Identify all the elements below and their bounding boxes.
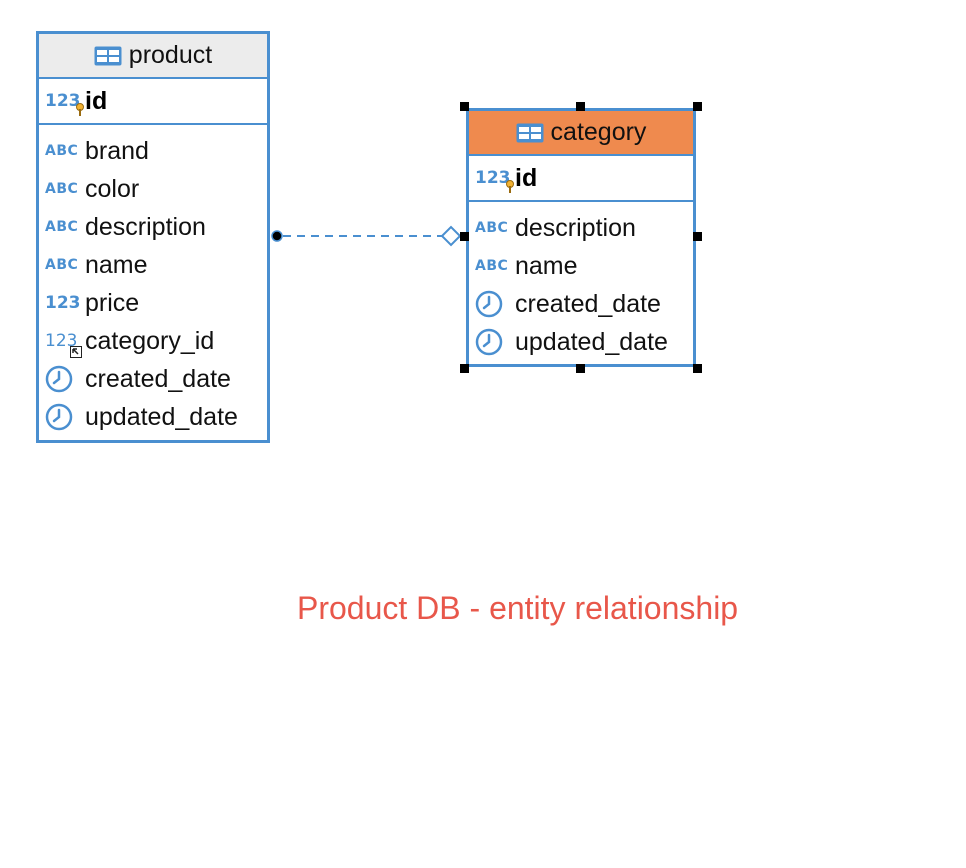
primary-key-icon: 123 xyxy=(475,168,514,193)
product-column-updated-date[interactable]: updated_date xyxy=(39,398,267,436)
product-entity-header: product xyxy=(39,34,267,79)
category-entity-header: category xyxy=(469,111,693,156)
column-name: price xyxy=(85,288,140,317)
category-pk-row[interactable]: 123 id xyxy=(469,156,693,202)
product-column-category-id[interactable]: 123 category_id xyxy=(39,322,267,360)
primary-key-icon: 123 xyxy=(45,91,84,116)
product-column-name[interactable]: ABC name xyxy=(39,246,267,284)
column-name: category_id xyxy=(85,326,215,355)
clock-icon xyxy=(475,290,503,318)
selection-handle-bottom-left[interactable] xyxy=(460,364,469,373)
product-column-created-date[interactable]: created_date xyxy=(39,360,267,398)
string-type-icon: ABC xyxy=(45,257,79,273)
table-icon xyxy=(516,123,544,142)
column-name: updated_date xyxy=(85,402,238,431)
category-column-description[interactable]: ABC description xyxy=(469,209,693,247)
product-entity[interactable]: product 123 id ABC brand ABC color ABC d… xyxy=(36,31,270,443)
product-column-list: ABC brand ABC color ABC description ABC … xyxy=(39,125,267,436)
product-column-description[interactable]: ABC description xyxy=(39,208,267,246)
number-type-icon: 123 xyxy=(45,293,81,313)
category-column-updated-date[interactable]: updated_date xyxy=(469,323,693,361)
selection-handle-top-right[interactable] xyxy=(693,102,702,111)
string-type-icon: ABC xyxy=(45,181,79,197)
category-entity[interactable]: category 123 id ABC description ABC name… xyxy=(466,108,696,367)
category-column-list: ABC description ABC name created_date up… xyxy=(469,202,693,361)
column-name: color xyxy=(85,174,140,203)
clock-icon xyxy=(45,403,73,431)
relationship-source-dot xyxy=(271,230,283,242)
selection-handle-top-left[interactable] xyxy=(460,102,469,111)
column-name: name xyxy=(85,250,148,279)
string-type-icon: ABC xyxy=(45,219,79,235)
selection-handle-bottom-center[interactable] xyxy=(576,364,585,373)
product-column-price[interactable]: 123 price xyxy=(39,284,267,322)
column-name: created_date xyxy=(515,289,661,318)
product-column-color[interactable]: ABC color xyxy=(39,170,267,208)
category-entity-name: category xyxy=(550,118,647,146)
column-name: description xyxy=(85,212,206,241)
relationship-target-diamond xyxy=(440,225,462,247)
string-type-icon: ABC xyxy=(475,258,509,274)
column-name: name xyxy=(515,251,578,280)
category-column-name[interactable]: ABC name xyxy=(469,247,693,285)
string-type-icon: ABC xyxy=(475,220,509,236)
selection-handle-bottom-right[interactable] xyxy=(693,364,702,373)
clock-icon xyxy=(45,365,73,393)
category-column-created-date[interactable]: created_date xyxy=(469,285,693,323)
category-pk-name: id xyxy=(515,163,538,192)
product-pk-row[interactable]: 123 id xyxy=(39,79,267,125)
column-name: description xyxy=(515,213,636,242)
product-entity-name: product xyxy=(128,41,213,69)
string-type-icon: ABC xyxy=(45,143,79,159)
product-pk-name: id xyxy=(85,86,108,115)
column-name: created_date xyxy=(85,364,231,393)
clock-icon xyxy=(475,328,503,356)
product-column-brand[interactable]: ABC brand xyxy=(39,132,267,170)
column-name: updated_date xyxy=(515,327,668,356)
selection-handle-top-center[interactable] xyxy=(576,102,585,111)
table-icon xyxy=(94,46,122,65)
selection-handle-middle-left[interactable] xyxy=(460,232,469,241)
diagram-title: Product DB - entity relationship xyxy=(297,590,739,626)
foreign-key-icon: 123 xyxy=(45,331,83,358)
selection-handle-middle-right[interactable] xyxy=(693,232,702,241)
column-name: brand xyxy=(85,136,149,165)
